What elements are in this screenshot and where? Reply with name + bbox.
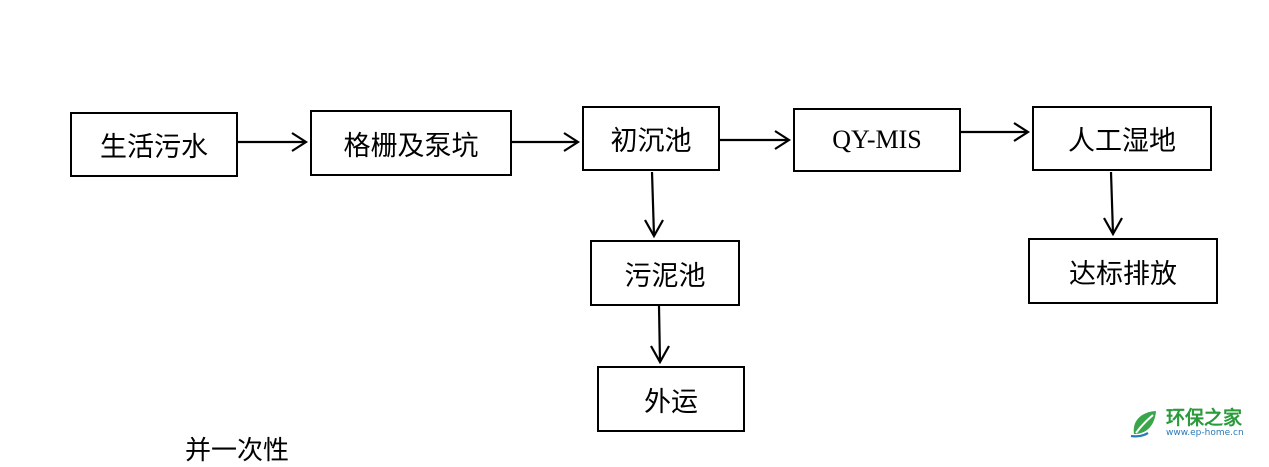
arrow-primary-to-sludge bbox=[644, 171, 664, 239]
watermark-url: www.ep-home.cn bbox=[1166, 427, 1244, 438]
node-qy-mis: QY-MIS bbox=[793, 108, 961, 172]
leaf-logo-icon bbox=[1130, 411, 1156, 438]
node-grille-pump-pit: 格栅及泵坑 bbox=[310, 110, 512, 176]
node-label: 人工湿地 bbox=[1068, 126, 1176, 157]
node-label: 生活污水 bbox=[100, 132, 208, 163]
arrow-sludge-to-transport bbox=[650, 305, 670, 365]
node-sludge-tank: 污泥池 bbox=[590, 240, 740, 306]
flow-arrows bbox=[238, 122, 1123, 365]
watermark-logo: 环保之家 www.ep-home.cn bbox=[1128, 404, 1264, 442]
arrow-grille-to-primary bbox=[512, 132, 581, 152]
arrow-primary-to-qymis bbox=[720, 130, 792, 150]
node-label: 格栅及泵坑 bbox=[343, 130, 479, 162]
node-label: QY-MIS bbox=[832, 125, 922, 154]
arrow-qymis-to-wetland bbox=[961, 122, 1031, 142]
node-transport-out: 外运 bbox=[597, 366, 745, 432]
node-label: 外运 bbox=[644, 386, 698, 418]
arrow-sewage-to-grille bbox=[238, 132, 309, 152]
node-label: 初沉池 bbox=[610, 126, 692, 157]
arrow-wetland-to-discharge bbox=[1103, 171, 1123, 237]
node-label: 污泥池 bbox=[624, 260, 706, 292]
node-discharge-to-standard: 达标排放 bbox=[1028, 238, 1218, 304]
cropped-caption-text: 并一次性 bbox=[185, 436, 290, 466]
watermark-title: 环保之家 bbox=[1166, 406, 1243, 429]
node-constructed-wetland: 人工湿地 bbox=[1032, 106, 1212, 171]
node-label: 达标排放 bbox=[1069, 258, 1177, 290]
node-domestic-sewage: 生活污水 bbox=[70, 112, 238, 177]
node-primary-settling-tank: 初沉池 bbox=[582, 106, 720, 171]
